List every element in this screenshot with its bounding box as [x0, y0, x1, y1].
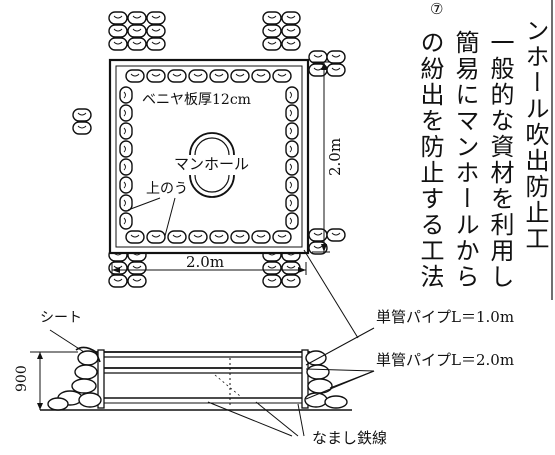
vertical-text-line-4: の紛出を防止する工法: [416, 30, 444, 290]
corner-stack-bottom-right: [262, 248, 301, 288]
height-dimension: [312, 61, 330, 253]
width-label: 2.0m: [186, 253, 224, 271]
post-right: [301, 349, 309, 409]
plan-view: ベニヤ板厚12cm マンホール 上のう 2.0m 2.0m: [72, 11, 359, 339]
pipe-short-leader: [305, 327, 375, 366]
manhole-label: マンホール: [174, 155, 249, 173]
wire-leader-1: [207, 401, 293, 437]
corner-stack-left-middle: [72, 108, 92, 135]
sandbag-label: 上のう: [146, 181, 188, 197]
pipe-long-leader-1: [305, 368, 375, 372]
corner-stack-right-middle: [308, 50, 346, 77]
section-height-dimension: [30, 351, 78, 410]
corner-stack-right-lower: [308, 228, 346, 255]
pipe-leader-plan: [303, 249, 359, 339]
width-dimension: [111, 262, 307, 275]
corner-stack-top-right: [262, 11, 301, 51]
sheet-label: シート: [40, 310, 82, 326]
post-left: [97, 349, 105, 409]
height-label: 2.0m: [326, 138, 344, 176]
sheet-drape: [75, 346, 101, 363]
corner-stack-bottom-left: [108, 248, 147, 288]
section-sandbags-left: [47, 350, 102, 411]
pipe-long-leader-3: [329, 370, 375, 389]
section-sandbags-right: [304, 350, 348, 409]
sandbag-leader-2: [164, 197, 176, 237]
wire-leader-2: [255, 401, 299, 437]
wire-label: なまし鉄線: [312, 429, 387, 447]
corner-stack-top-left: [108, 11, 166, 51]
plywood-inner-edge: [115, 65, 303, 248]
circled-number: ⑦: [430, 0, 443, 18]
plywood-board: [108, 58, 310, 255]
vertical-text-line-1: ンホール吹出防止工: [521, 18, 549, 252]
pipe-long-label: 単管パイプL＝2.0m: [376, 351, 514, 369]
plywood-label: ベニヤ板厚12cm: [142, 92, 251, 108]
section-view: 900 シート 単管パイプL＝1.0m 単管パイプL＝2.0m なまし鉄線: [14, 308, 514, 447]
sheet-leader: [49, 329, 85, 353]
section-height-label: 900: [14, 365, 30, 392]
sandbag-leader-1: [127, 197, 161, 211]
manhole-symbol: [189, 132, 235, 198]
vertical-text-line-3: 簡易にマンホールから: [451, 30, 479, 290]
pipe-short-label: 単管パイプL＝1.0m: [376, 308, 514, 326]
wire-leader-3: [297, 403, 305, 437]
dotted-center-2: [214, 374, 241, 397]
vertical-text-line-2: 一般的な資材を利用し: [486, 30, 514, 290]
